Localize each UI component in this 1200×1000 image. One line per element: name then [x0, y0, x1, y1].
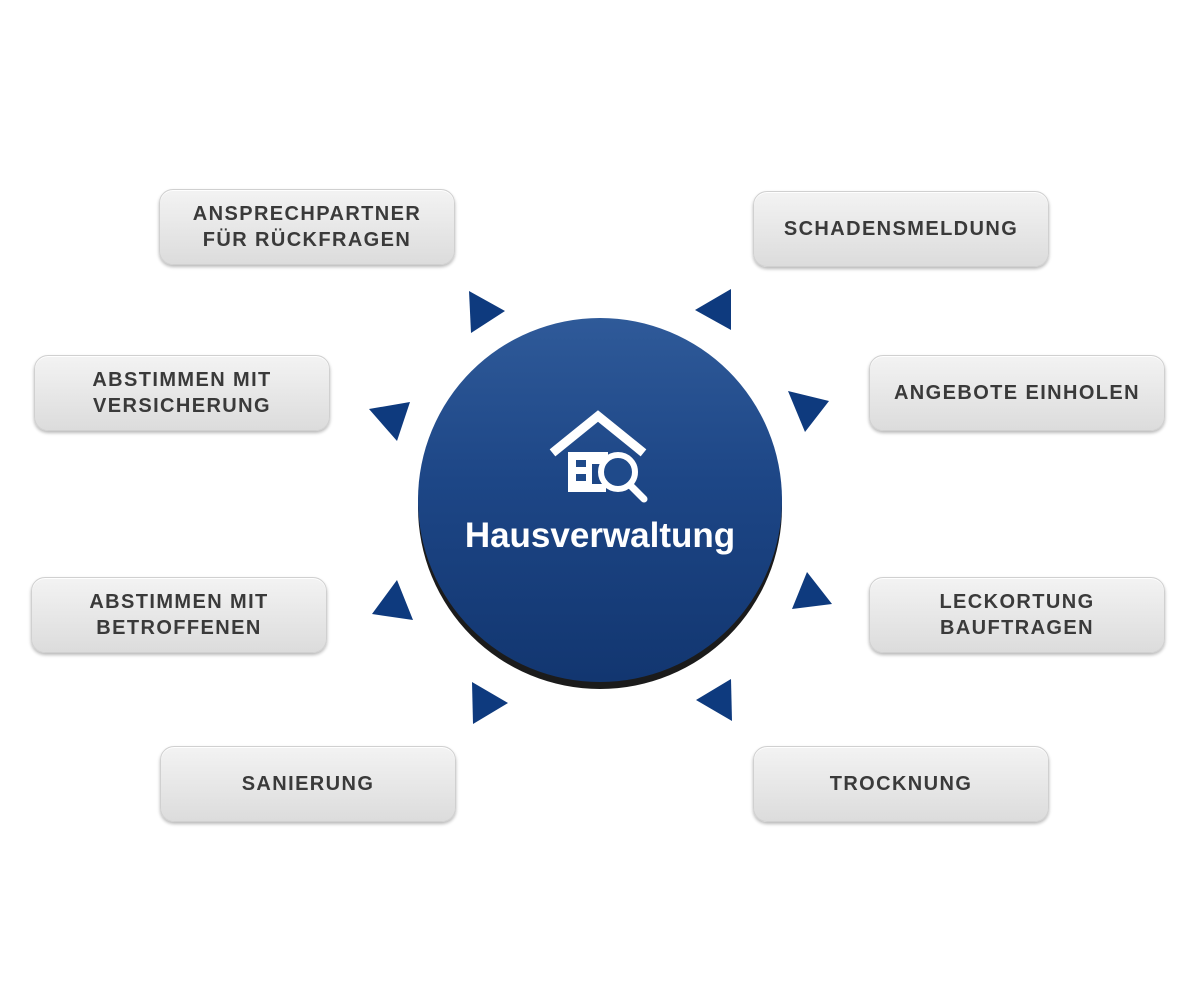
step-label: ABSTIMMEN MIT VERSICHERUNG [92, 369, 272, 417]
step-sanierung: SANIERUNG [160, 746, 456, 822]
step-ansprechpartner: ANSPRECHPARTNER FÜR RÜCKFRAGEN [159, 189, 455, 265]
arrow-sanierung [472, 682, 508, 724]
step-label: ABSTIMMEN MIT BETROFFENEN [89, 591, 269, 639]
arrow-trocknung [696, 679, 732, 721]
house-search-icon [549, 410, 648, 503]
step-versicherung: ABSTIMMEN MIT VERSICHERUNG [34, 355, 330, 431]
step-label: ANGEBOTE EINHOLEN [893, 382, 1141, 404]
arrow-leckortung [792, 572, 832, 609]
arrow-angebote [788, 391, 829, 432]
step-angebote: ANGEBOTE EINHOLEN [869, 355, 1165, 431]
arrow-betroffenen [372, 580, 413, 620]
step-label: SCHADENSMELDUNG [783, 218, 1019, 240]
step-label: ANSPRECHPARTNER FÜR RÜCKFRAGEN [192, 203, 422, 251]
arrow-schadensmeldung [695, 289, 731, 330]
step-label: SANIERUNG [241, 773, 375, 795]
step-label: TROCKNUNG [829, 773, 973, 795]
step-betroffenen: ABSTIMMEN MIT BETROFFENEN [31, 577, 327, 653]
step-schadensmeldung: SCHADENSMELDUNG [753, 191, 1049, 267]
arrow-versicherung [369, 402, 410, 441]
hub-circle [418, 318, 782, 682]
arrow-ansprechpartner [469, 291, 505, 333]
step-trocknung: TROCKNUNG [753, 746, 1049, 822]
step-leckortung: LECKORTUNG BAUFTRAGEN [869, 577, 1165, 653]
step-label: LECKORTUNG BAUFTRAGEN [939, 591, 1095, 639]
hub-title: Hausverwaltung [464, 516, 736, 555]
